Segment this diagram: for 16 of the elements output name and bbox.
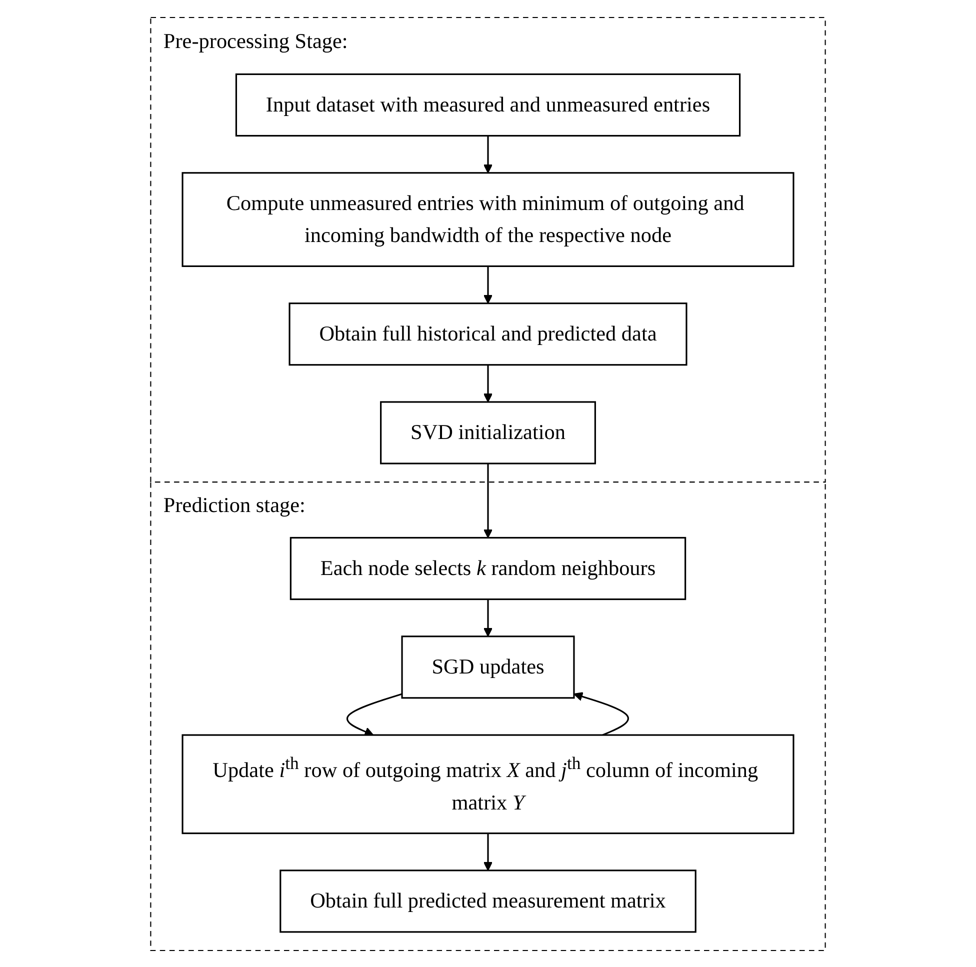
arrow — [483, 463, 493, 538]
arrow — [574, 692, 629, 736]
arrow — [346, 692, 402, 736]
arrow — [483, 598, 493, 636]
node-box: Compute unmeasured entries with minimum of outgoing and incoming bandwidth of the respective node — [182, 172, 794, 266]
node-box: SGD updates — [401, 635, 575, 698]
node-box: SVD initialization — [380, 400, 596, 464]
arrow — [483, 135, 493, 173]
node-box: Obtain full historical and predicted data — [288, 302, 688, 366]
node-box: Each node selects k random neighbours — [290, 536, 686, 600]
node-box: Input dataset with measured and unmeasured entries — [235, 72, 741, 136]
node-box: Obtain full predicted measurement matrix — [280, 869, 696, 932]
arrow — [483, 832, 493, 870]
arrow — [483, 266, 493, 304]
arrow — [483, 364, 493, 402]
node-box: Update i$^{th}$ row of outgoing matrix X and j$^{th}$ column of incoming matrix Y — [182, 734, 794, 834]
